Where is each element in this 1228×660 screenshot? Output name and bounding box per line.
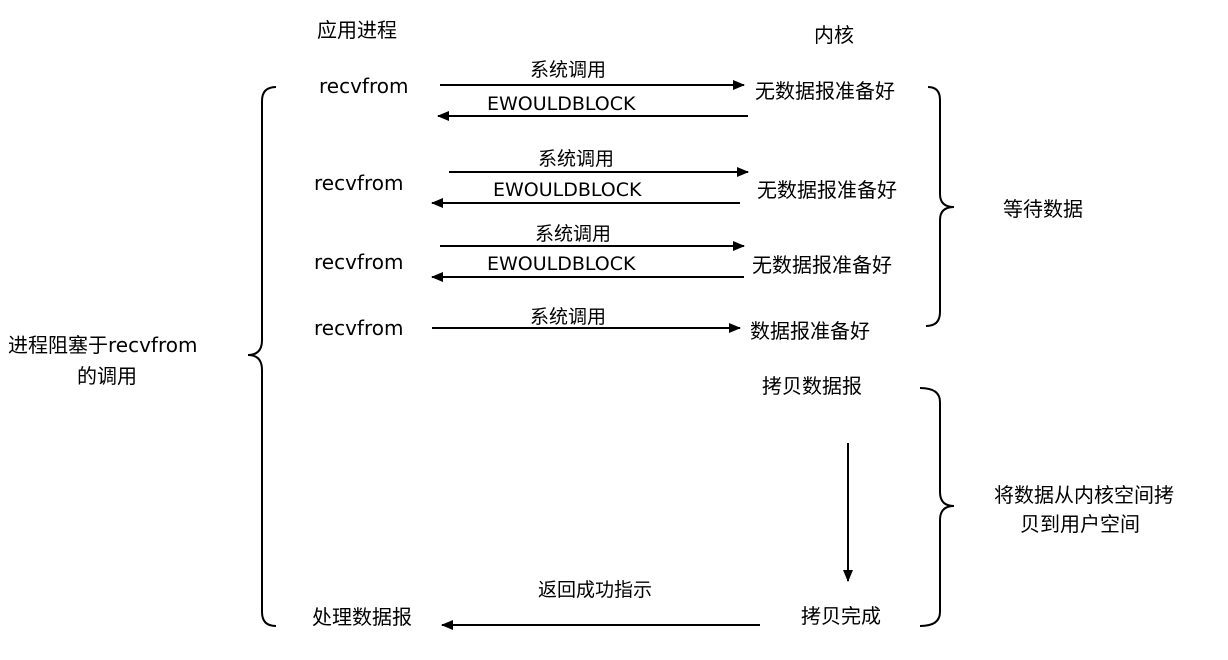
ewouldblock-label-1: EWOULDBLOCK: [487, 93, 636, 115]
copy-brace: [919, 387, 955, 627]
copy-desc-line2: 贝到用户空间: [1020, 512, 1140, 536]
kernel-header: 内核: [814, 23, 854, 47]
blocked-label-line1: 进程阻塞于recvfrom: [8, 333, 197, 357]
copy-done-label: 拷贝完成: [801, 604, 881, 628]
ewouldblock-label-2: EWOULDBLOCK: [493, 179, 642, 201]
wait-brace: [925, 86, 955, 327]
kernel-state-3: 无数据报准备好: [752, 253, 892, 277]
recvfrom-label-4: recvfrom: [314, 316, 403, 340]
syscall-label-4: 系统调用: [530, 306, 606, 328]
recvfrom-label-3: recvfrom: [314, 250, 403, 274]
syscall-label-2: 系统调用: [538, 148, 614, 170]
kernel-state-2: 无数据报准备好: [757, 178, 897, 202]
ewouldblock-label-3: EWOULDBLOCK: [487, 253, 636, 275]
syscall-label-3: 系统调用: [535, 223, 611, 245]
blocked-label-line2: 的调用: [77, 364, 137, 388]
recvfrom-label-2: recvfrom: [314, 171, 403, 195]
syscall-label-1: 系统调用: [530, 59, 606, 81]
blocked-brace: [247, 86, 277, 627]
return-success-label: 返回成功指示: [538, 579, 652, 601]
recvfrom-label-1: recvfrom: [319, 74, 408, 98]
kernel-state-1: 无数据报准备好: [755, 79, 895, 103]
copy-desc-line1: 将数据从内核空间拷: [994, 483, 1174, 507]
app-process-header: 应用进程: [317, 18, 397, 42]
kernel-state-4: 数据报准备好: [750, 319, 870, 343]
copy-datagram-label: 拷贝数据报: [762, 374, 862, 398]
wait-data-label: 等待数据: [1003, 197, 1083, 221]
process-datagram-label: 处理数据报: [312, 605, 412, 629]
